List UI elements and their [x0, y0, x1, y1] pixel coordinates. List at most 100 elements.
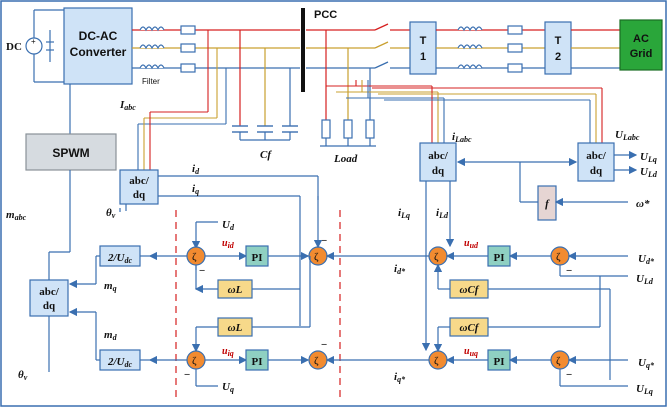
- svg-text:abc/: abc/: [129, 175, 150, 187]
- svg-text:−: −: [566, 265, 572, 277]
- spwm-label: SPWM: [52, 146, 89, 160]
- line-t2-grid: [571, 29, 620, 69]
- uid-label: uid: [222, 238, 235, 250]
- svg-text:dq: dq: [432, 165, 445, 177]
- ulq-out-label: ULq: [636, 383, 653, 396]
- gain-2-udc-q: 2/Udc: [99, 349, 141, 371]
- svg-text:ζ: ζ: [434, 355, 439, 367]
- filter-label: Filter: [142, 77, 160, 86]
- iq-label: iq: [192, 183, 199, 196]
- svg-text:f: f: [545, 198, 550, 210]
- t1-line1: T: [420, 35, 427, 47]
- svg-text:PI: PI: [494, 356, 505, 368]
- svg-text:2/Udc: 2/Udc: [107, 356, 133, 369]
- filter-capacitors: Cf: [232, 30, 298, 161]
- uud-label: uud: [464, 238, 479, 250]
- line-resistors: [180, 25, 196, 73]
- svg-text:−: −: [321, 235, 327, 247]
- theta-label-1: θν: [106, 207, 116, 220]
- svg-text:abc/: abc/: [428, 150, 449, 162]
- abc-dq-load-current: abc/ dq: [419, 142, 457, 182]
- cf-label: Cf: [260, 149, 272, 161]
- svg-text:−: −: [199, 265, 205, 277]
- grid-line1: AC: [633, 33, 649, 45]
- svg-text:dq: dq: [590, 165, 603, 177]
- converter-line1: DC-AC: [79, 29, 118, 43]
- phase-lines-left: [132, 29, 300, 69]
- load-label: Load: [333, 153, 358, 165]
- theta-label-2: θν: [18, 369, 28, 382]
- id-star-label: id*: [394, 263, 406, 276]
- transformer-t1: T 1: [409, 21, 437, 75]
- spwm-block: SPWM: [25, 133, 117, 171]
- svg-text:dq: dq: [43, 300, 56, 312]
- svg-text:PI: PI: [252, 252, 263, 264]
- ud-ref-label: Ud: [222, 219, 235, 232]
- load: Load: [320, 30, 376, 165]
- uld-top-label: ULd: [640, 166, 658, 179]
- grid-line2: Grid: [630, 48, 653, 60]
- mq-label: mq: [104, 280, 117, 293]
- uq-star-label: Uq*: [638, 357, 655, 370]
- t1-line2: 1: [420, 51, 426, 63]
- ilabc-label: iLabc: [452, 131, 472, 144]
- svg-text:ζ: ζ: [434, 251, 439, 263]
- svg-text:2/Udc: 2/Udc: [107, 252, 133, 265]
- ulq-top-label: ULq: [640, 151, 657, 164]
- dc-ac-converter: DC-AC Converter: [63, 7, 133, 85]
- t2-line2: 2: [555, 51, 561, 63]
- dc-source: DC +: [6, 9, 64, 83]
- uq-ref-label: Uq: [222, 381, 234, 394]
- svg-text:ωL: ωL: [228, 322, 243, 334]
- phase-lines-right: [306, 23, 410, 69]
- svg-text:dq: dq: [133, 189, 146, 201]
- svg-text:ζ: ζ: [314, 355, 319, 367]
- svg-text:ζ: ζ: [192, 355, 197, 367]
- svg-text:ωL: ωL: [228, 284, 243, 296]
- uld-out-label: ULd: [636, 273, 654, 286]
- svg-text:ζ: ζ: [192, 251, 197, 263]
- ulabc-sense-lines: [355, 80, 603, 143]
- gain-2-udc-d: 2/Udc: [99, 245, 141, 267]
- abc-dq-modulation: abc/ dq: [29, 279, 69, 317]
- pcc-label: PCC: [314, 9, 337, 21]
- svg-text:ζ: ζ: [314, 251, 319, 263]
- ulabc-label: ULabc: [615, 129, 640, 142]
- ilabc-sense-lines: [326, 85, 445, 143]
- mabc-label: mabc: [6, 209, 27, 222]
- svg-text:−: −: [321, 339, 327, 351]
- svg-text:+: +: [31, 37, 36, 46]
- svg-text:abc/: abc/: [39, 286, 60, 298]
- abc-dq-voltage: abc/ dq: [577, 142, 615, 182]
- svg-text:abc/: abc/: [586, 150, 607, 162]
- omega-star-label: ω*: [636, 198, 650, 210]
- uuq-label: uuq: [464, 346, 478, 358]
- md-label: md: [104, 329, 118, 342]
- svg-text:PI: PI: [494, 252, 505, 264]
- svg-text:−: −: [184, 369, 190, 381]
- abc-dq-current: abc/ dq: [119, 169, 159, 205]
- id-label: id: [192, 163, 200, 176]
- svg-text:ωCf: ωCf: [460, 284, 480, 296]
- uiq-label: uiq: [222, 346, 234, 358]
- filter-inductors: Filter: [139, 26, 165, 86]
- ud-star-label: Ud*: [638, 253, 655, 266]
- iq-star-label: iq*: [394, 371, 406, 384]
- svg-text:ωCf: ωCf: [460, 322, 480, 334]
- svg-text:ζ: ζ: [556, 251, 561, 263]
- ilq-label: iLq: [398, 207, 410, 220]
- transformer-t2: T 2: [544, 21, 572, 75]
- dc-label: DC: [6, 41, 22, 53]
- svg-text:PI: PI: [252, 356, 263, 368]
- svg-text:−: −: [566, 369, 572, 381]
- iabc-sense-lines: [137, 30, 227, 170]
- svg-text:ζ: ζ: [556, 355, 561, 367]
- iabc-label: Iabc: [119, 99, 136, 112]
- converter-line2: Converter: [70, 45, 127, 59]
- ild-label: iLd: [436, 207, 449, 220]
- line-t1-t2: [436, 25, 545, 73]
- ac-grid: AC Grid: [619, 19, 663, 71]
